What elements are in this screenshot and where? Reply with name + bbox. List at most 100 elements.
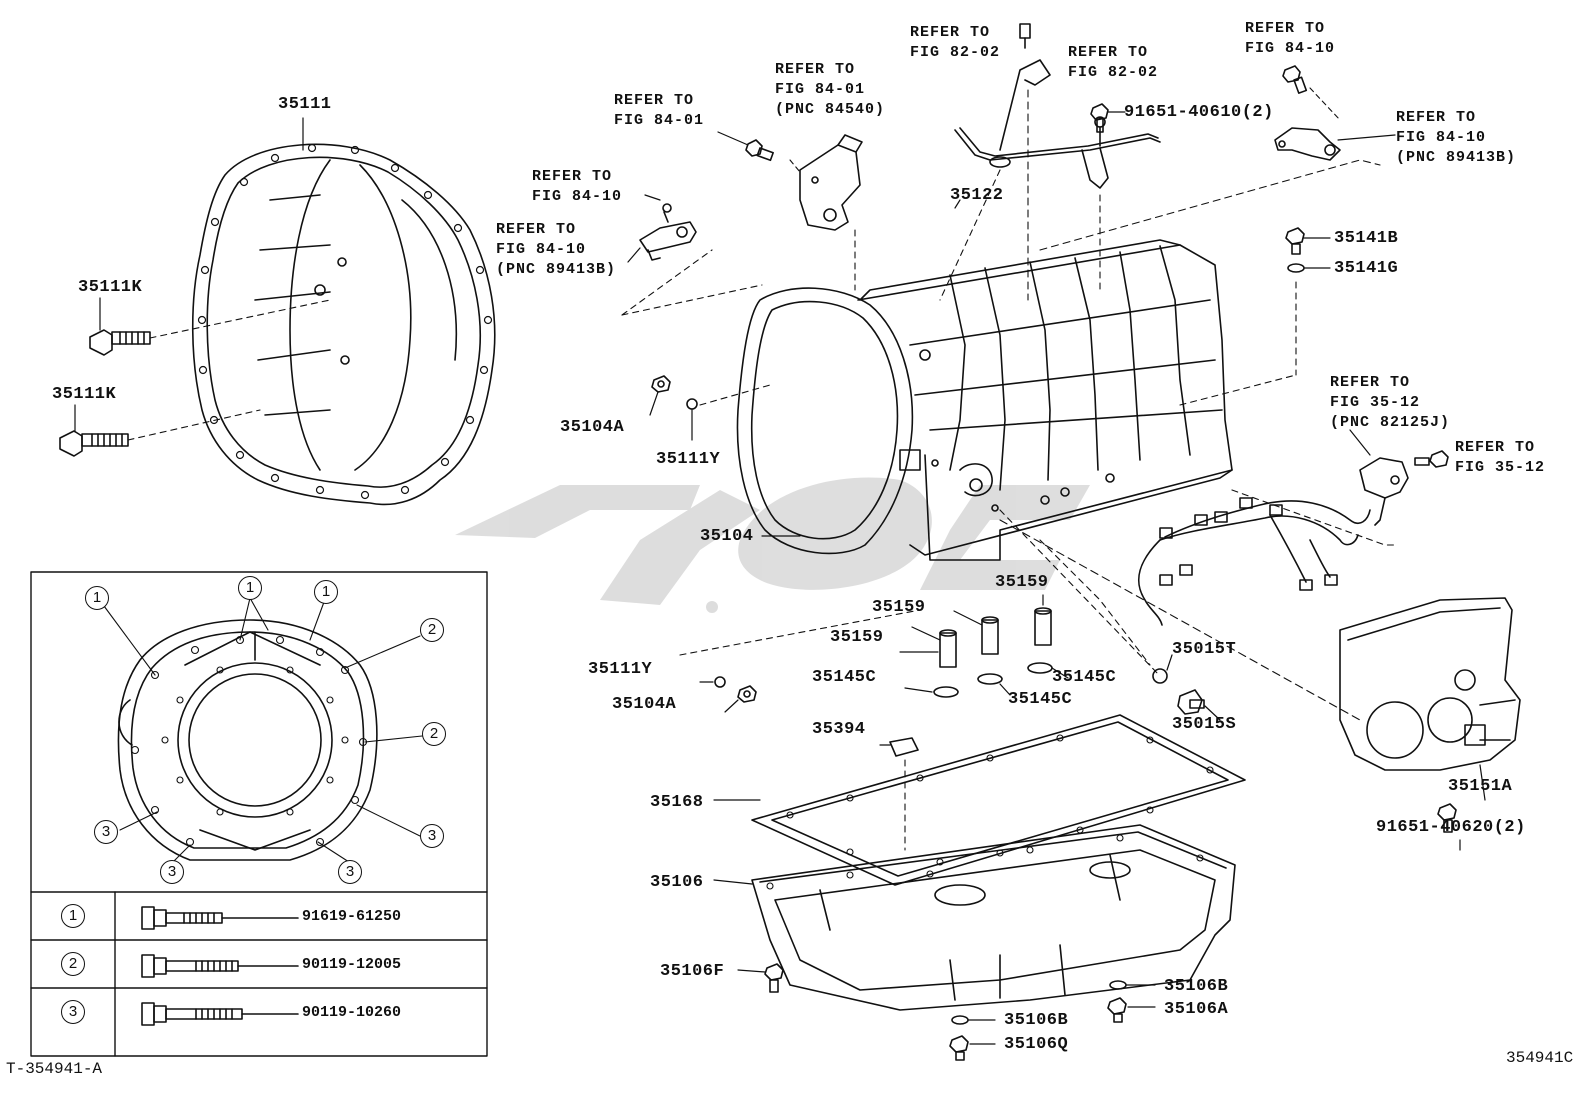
plug-35104A-upper (651, 375, 671, 393)
sensor-bracket-84540 (799, 134, 863, 231)
washer-35145C-b (977, 673, 1003, 685)
washer-35106B-a (1109, 980, 1127, 990)
table-bolt-3 (141, 1002, 299, 1026)
callout-3-right: 3 (420, 824, 444, 848)
washer-35145C-a (933, 686, 959, 698)
oring-35015T (1152, 668, 1168, 684)
bolt-35141B (1285, 227, 1305, 255)
washer-35106B-b (951, 1015, 969, 1025)
washer-35145C-c (1027, 662, 1053, 674)
callout-1-top: 1 (238, 576, 262, 600)
bolt-91651-40610 (1090, 103, 1109, 133)
label-35145C-c: 35145C (1008, 690, 1073, 709)
label-35104: 35104 (700, 527, 754, 546)
plug-35104A-lower (737, 685, 757, 703)
filter-35159-a (939, 629, 957, 668)
ref-fig-82-02-bolt: REFER TO FIG 82-02 (910, 24, 1001, 61)
callout-1-right: 1 (314, 580, 338, 604)
label-35106Q: 35106Q (1004, 1035, 1069, 1054)
table-row-1-part: 91619-61250 (302, 908, 402, 925)
label-35394: 35394 (812, 720, 866, 739)
label-35111Y-lower: 35111Y (588, 660, 653, 679)
watermark-logo (455, 477, 1090, 613)
plug-35106A (1107, 997, 1127, 1023)
label-35106F: 35106F (660, 962, 725, 981)
label-35168: 35168 (650, 793, 704, 812)
table-row-3-part: 90119-10260 (302, 1004, 402, 1021)
label-35106B-upper: 35106B (1164, 977, 1229, 996)
transmission-case (736, 239, 1233, 561)
leader-35111K-lower (127, 409, 261, 441)
callout-2-middle: 2 (422, 722, 446, 746)
bolt-91651-40620 (1437, 803, 1457, 833)
filter-35159-c (1034, 607, 1052, 646)
callout-3-bottom-left: 3 (160, 860, 184, 884)
ref-fig-84-10-sensor-left: REFER TO FIG 84-10 (PNC 89413B) (496, 221, 617, 278)
label-35122: 35122 (950, 186, 1004, 205)
pipe-35122 (954, 23, 1161, 189)
table-bolt-2 (141, 954, 299, 978)
washer-35141G (1287, 263, 1305, 273)
gasket-35168 (751, 714, 1246, 886)
table-row-2-index: 2 (61, 952, 85, 976)
inset-frame (30, 571, 488, 1057)
oring-35111Y-upper (686, 398, 698, 410)
ref-fig-84-01-pnc: REFER TO FIG 84-01 (PNC 84540) (775, 61, 886, 118)
sheet-reference: T-354941-A (6, 1060, 103, 1078)
speed-sensor-left (639, 203, 697, 261)
label-35141G: 35141G (1334, 259, 1399, 278)
table-row-2-part: 90119-12005 (302, 956, 402, 973)
diagram-id: 354941C (1506, 1049, 1574, 1067)
callout-3-left: 3 (94, 820, 118, 844)
label-35111Y-upper: 35111Y (656, 450, 721, 469)
speed-sensor-right (1274, 127, 1341, 161)
ref-fig-82-02-bracket: REFER TO FIG 82-02 (1068, 44, 1159, 81)
label-35106: 35106 (650, 873, 704, 892)
label-91651-40620: 91651-40620(2) (1376, 818, 1526, 837)
label-35159-c: 35159 (830, 628, 884, 647)
ref-fig-84-10-bolt-left: REFER TO FIG 84-10 (532, 168, 623, 205)
label-35015T: 35015T (1172, 640, 1237, 659)
ref-fig-84-10-bolt-right: REFER TO FIG 84-10 (1245, 20, 1336, 57)
label-35106A: 35106A (1164, 1000, 1229, 1019)
bolt-84-10-right (1282, 65, 1308, 94)
sensor-82125J (1359, 457, 1409, 526)
label-35104A-lower: 35104A (612, 695, 677, 714)
ref-fig-84-01-bolt: REFER TO FIG 84-01 (614, 92, 705, 129)
table-bolt-1 (141, 906, 299, 930)
plug-35106Q (949, 1035, 969, 1061)
inset-housing-face (117, 619, 378, 861)
bolt-35111K-upper (89, 329, 151, 356)
ref-fig-35-12-sensor: REFER TO FIG 35-12 (PNC 82125J) (1330, 374, 1451, 431)
label-35151A: 35151A (1448, 777, 1513, 796)
oring-35111Y-lower (714, 676, 726, 688)
label-91651-40610: 91651-40610(2) (1124, 103, 1274, 122)
label-35159-a: 35159 (872, 598, 926, 617)
ref-fig-84-10-sensor-right: REFER TO FIG 84-10 (PNC 89413B) (1396, 109, 1517, 166)
valve-body-35151A (1339, 597, 1521, 771)
callout-1-left: 1 (85, 586, 109, 610)
switch-35015S (1177, 689, 1205, 715)
bolt-35106F (764, 963, 784, 993)
leader-35111K-upper (149, 299, 331, 339)
bolt-35-12 (1414, 450, 1449, 468)
label-35111K-upper: 35111K (78, 278, 143, 297)
label-35104A-upper: 35104A (560, 418, 625, 437)
bolt-35111K-lower (59, 430, 129, 457)
filter-35159-b (981, 616, 999, 655)
callout-3-bottom-right: 3 (338, 860, 362, 884)
label-35111: 35111 (278, 95, 332, 114)
table-row-3-index: 3 (61, 1000, 85, 1024)
label-35159-b: 35159 (995, 573, 1049, 592)
bolt-84-01 (745, 139, 774, 162)
label-35015S: 35015S (1172, 715, 1237, 734)
label-35106B-lower: 35106B (1004, 1011, 1069, 1030)
label-35145C-b: 35145C (1052, 668, 1117, 687)
label-35111K-lower: 35111K (52, 385, 117, 404)
callout-2-upper: 2 (420, 618, 444, 642)
wire-harness (1137, 497, 1371, 626)
ref-fig-35-12-bolt: REFER TO FIG 35-12 (1455, 439, 1546, 476)
label-35145C-a: 35145C (812, 668, 877, 687)
table-row-1-index: 1 (61, 904, 85, 928)
